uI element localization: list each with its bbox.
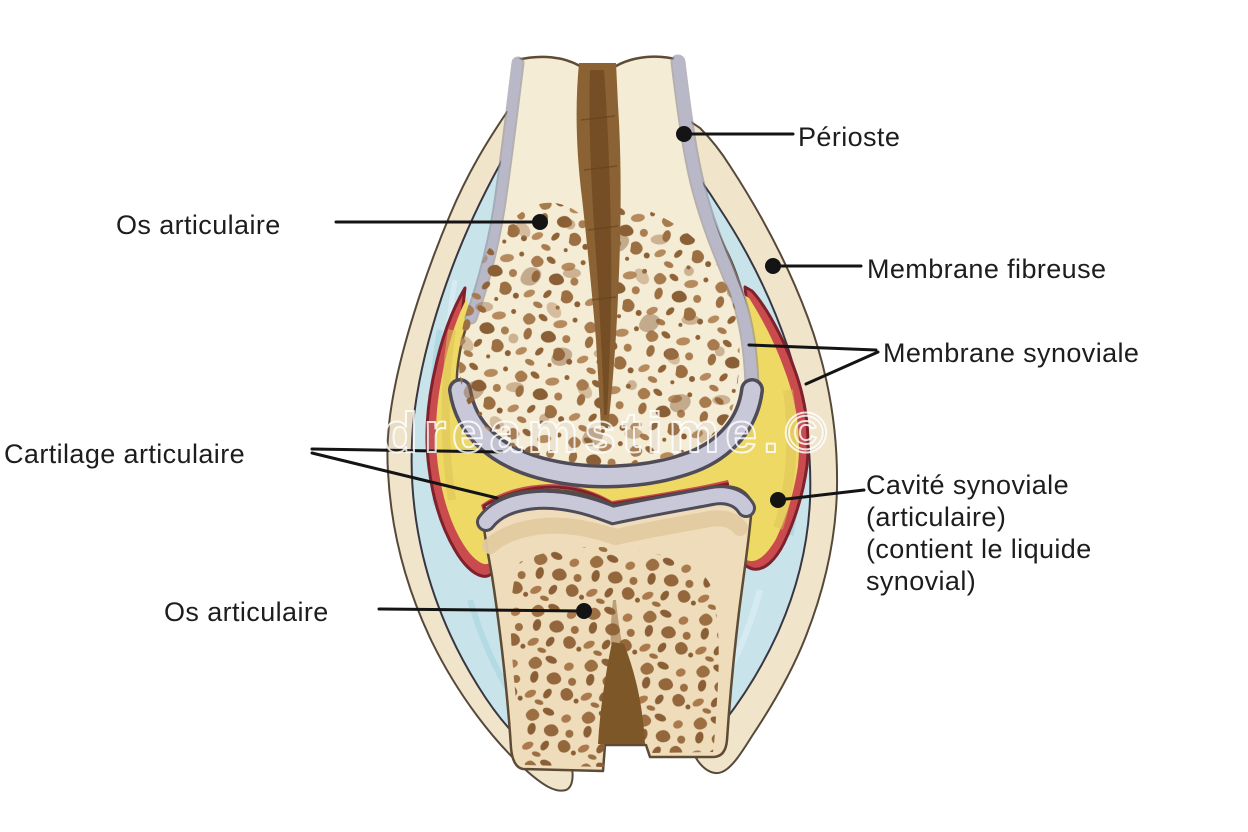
dot-os-articulaire-inf [576,603,592,619]
label-os-articulaire-sup: Os articulaire [116,210,281,240]
leader-cartilage-1 [310,447,504,454]
label-os-articulaire-inf: Os articulaire [164,597,329,627]
dot-perioste [676,126,692,142]
leader-os-articulaire-inf [377,607,586,613]
dot-membrane-fibreuse [765,258,781,274]
leader-lines [310,126,880,619]
dot-cavite [770,492,786,508]
leader-membrane-synoviale-1 [747,343,878,352]
leader-cartilage-2 [310,451,499,500]
lower-bone-shape [476,485,756,773]
label-perioste: Périoste [798,122,901,152]
label-cartilage-articulaire: Cartilage articulaire [4,439,245,469]
label-membrane-synoviale: Membrane synoviale [883,338,1140,368]
leader-cavite [776,488,866,502]
leader-membrane-synoviale-2 [804,350,880,386]
label-cavite-synoviale: Cavité synoviale (articulaire) (contient… [866,470,1092,596]
dot-os-articulaire-sup [532,214,548,230]
label-membrane-fibreuse: Membrane fibreuse [867,254,1107,284]
